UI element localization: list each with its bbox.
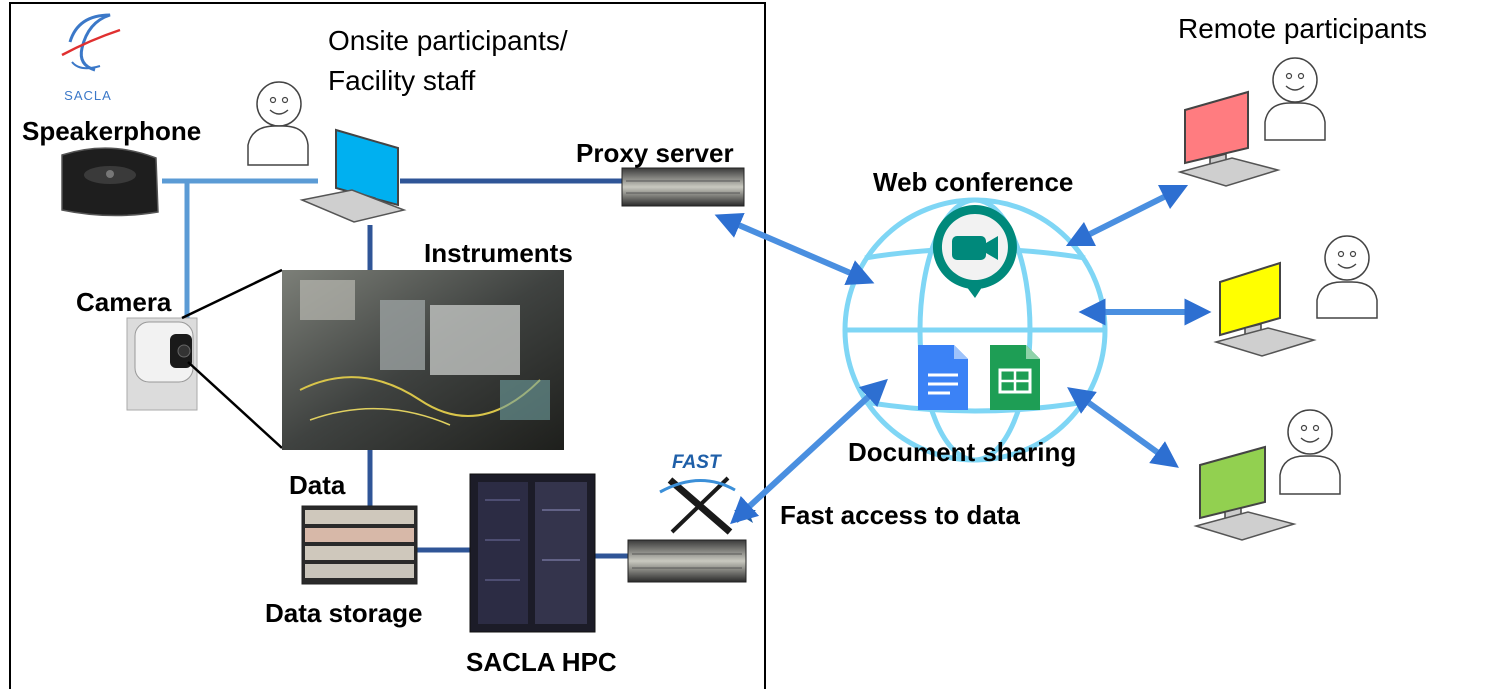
onsite-computer-icon bbox=[299, 128, 407, 223]
web-conference-label: Web conference bbox=[873, 167, 1073, 197]
camera-view-line-top bbox=[181, 268, 283, 320]
camera-label: Camera bbox=[76, 287, 172, 317]
document-icon bbox=[918, 345, 968, 410]
speakerphone-device bbox=[61, 147, 159, 217]
remote1-arrow bbox=[1065, 184, 1189, 247]
fast-access-label: Fast access to data bbox=[780, 500, 1020, 530]
globe-icon bbox=[842, 197, 1108, 463]
fast-server-device bbox=[627, 539, 747, 583]
proxy-globe-arrow bbox=[714, 212, 875, 286]
onsite-label-line1: Onsite participants/ bbox=[328, 25, 568, 56]
instruments-label: Instruments bbox=[424, 238, 573, 268]
proxy-server-label: Proxy server bbox=[576, 138, 734, 168]
proxy-server-device bbox=[621, 167, 745, 207]
network-lines bbox=[162, 178, 628, 559]
remote-participants-label: Remote participants bbox=[1178, 13, 1427, 44]
remote-participant-2 bbox=[1213, 235, 1378, 357]
sacla-logo-text: SACLA bbox=[64, 88, 112, 103]
speakerphone-label: Speakerphone bbox=[22, 116, 201, 146]
fast-logo: FAST bbox=[659, 452, 756, 535]
sacla-hpc-rack bbox=[469, 473, 596, 633]
spreadsheet-icon bbox=[990, 345, 1040, 410]
fast-logo-text: FAST bbox=[672, 452, 722, 473]
onsite-label-line2: Facility staff bbox=[328, 65, 476, 96]
data-label: Data bbox=[289, 470, 346, 500]
connection-arrows bbox=[714, 184, 1212, 525]
camera-view-line-bottom bbox=[187, 361, 283, 449]
remote3-arrow bbox=[1067, 387, 1179, 468]
remote-participant-3 bbox=[1193, 409, 1341, 541]
sacla-hpc-label: SACLA HPC bbox=[466, 647, 617, 677]
remote-participant-1 bbox=[1177, 57, 1326, 187]
instruments-photo bbox=[282, 270, 564, 450]
sacla-logo: SACLA bbox=[61, 13, 121, 103]
document-sharing-label: Document sharing bbox=[848, 437, 1076, 467]
camera-device bbox=[126, 317, 198, 411]
facility-boundary bbox=[9, 2, 766, 689]
data-storage-label: Data storage bbox=[265, 598, 423, 628]
data-storage-device bbox=[301, 505, 418, 585]
fast-globe-arrow bbox=[730, 378, 888, 525]
video-camera-icon bbox=[932, 205, 1017, 298]
onsite-person-icon bbox=[247, 81, 309, 166]
